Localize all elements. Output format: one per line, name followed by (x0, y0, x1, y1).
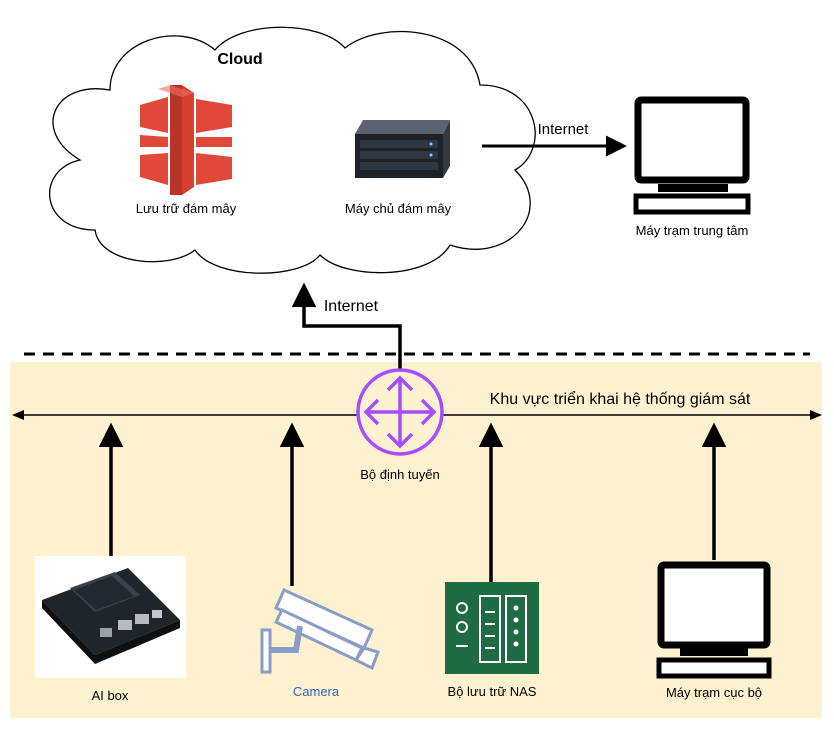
router-uplink-label: Internet (324, 298, 379, 315)
local-workstation-label: Máy trạm cục bộ (666, 685, 762, 700)
nas-storage-icon (445, 582, 539, 674)
central-workstation-label: Máy trạm trung tâm (636, 223, 749, 238)
cloud-server-icon (355, 120, 450, 178)
camera-label: Camera (293, 684, 340, 699)
bus-arrow-right (810, 410, 822, 420)
bus-arrow-left (12, 410, 24, 420)
central-workstation-icon (633, 96, 751, 215)
ai-box-image (35, 556, 186, 678)
ai-box-label: AI box (92, 688, 129, 703)
cloud-shape (48, 26, 536, 274)
cloud-server-label: Máy chủ đám mây (345, 201, 452, 216)
zone-title: Khu vực triển khai hệ thống giám sát (490, 390, 751, 408)
router-uplink-arrow (291, 282, 402, 370)
router-label: Bộ định tuyến (360, 467, 440, 482)
nas-label: Bộ lưu trữ NAS (448, 684, 537, 699)
cloud-storage-label: Lưu trữ đám mây (136, 201, 237, 216)
internet-link-label: Internet (538, 121, 590, 138)
cloud-title: Cloud (217, 51, 262, 68)
local-workstation-icon (656, 561, 772, 679)
cloud-storage-icon (140, 85, 232, 195)
camera-icon (260, 588, 380, 674)
router-icon (356, 368, 444, 456)
